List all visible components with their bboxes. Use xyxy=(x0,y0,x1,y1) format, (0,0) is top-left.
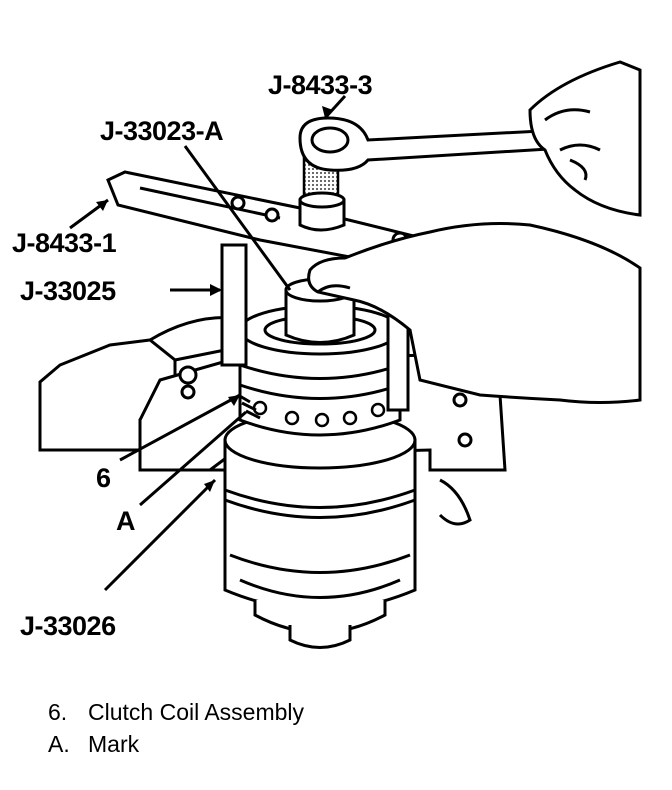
lower-hand xyxy=(307,222,642,404)
legend-key: 6. xyxy=(48,698,68,725)
wrench-j8433-3 xyxy=(298,116,567,172)
upper-hand xyxy=(528,60,642,217)
callout-6: 6 xyxy=(96,463,111,493)
legend-text: Clutch Coil Assembly xyxy=(88,698,305,725)
leader-6 xyxy=(119,393,241,462)
callout-a: A xyxy=(116,506,135,536)
leader-j33023a xyxy=(183,145,292,291)
legend: 6. Clutch Coil Assembly A. Mark xyxy=(48,696,304,760)
leader-a xyxy=(139,410,247,507)
callout-j33025: J-33025 xyxy=(20,276,116,306)
legend-text: Mark xyxy=(88,730,140,757)
callout-j33026: J-33026 xyxy=(20,611,116,641)
leader-j33026 xyxy=(103,478,217,592)
leader-lines xyxy=(69,94,347,592)
legend-key: A. xyxy=(48,730,70,757)
callout-j8433-1: J-8433-1 xyxy=(12,228,117,258)
legend-item: A. Mark xyxy=(48,728,304,760)
clutch-coil-body xyxy=(223,410,417,649)
callout-j33023a: J-33023-A xyxy=(100,116,223,146)
callout-j8433-3: J-8433-3 xyxy=(268,70,373,100)
leader-arrowheads xyxy=(96,106,333,492)
legend-item: 6. Clutch Coil Assembly xyxy=(48,696,304,728)
clutch-coil-installation-diagram: J-8433-3 J-33023-A J-8433-1 J-33025 6 A … xyxy=(12,60,642,649)
